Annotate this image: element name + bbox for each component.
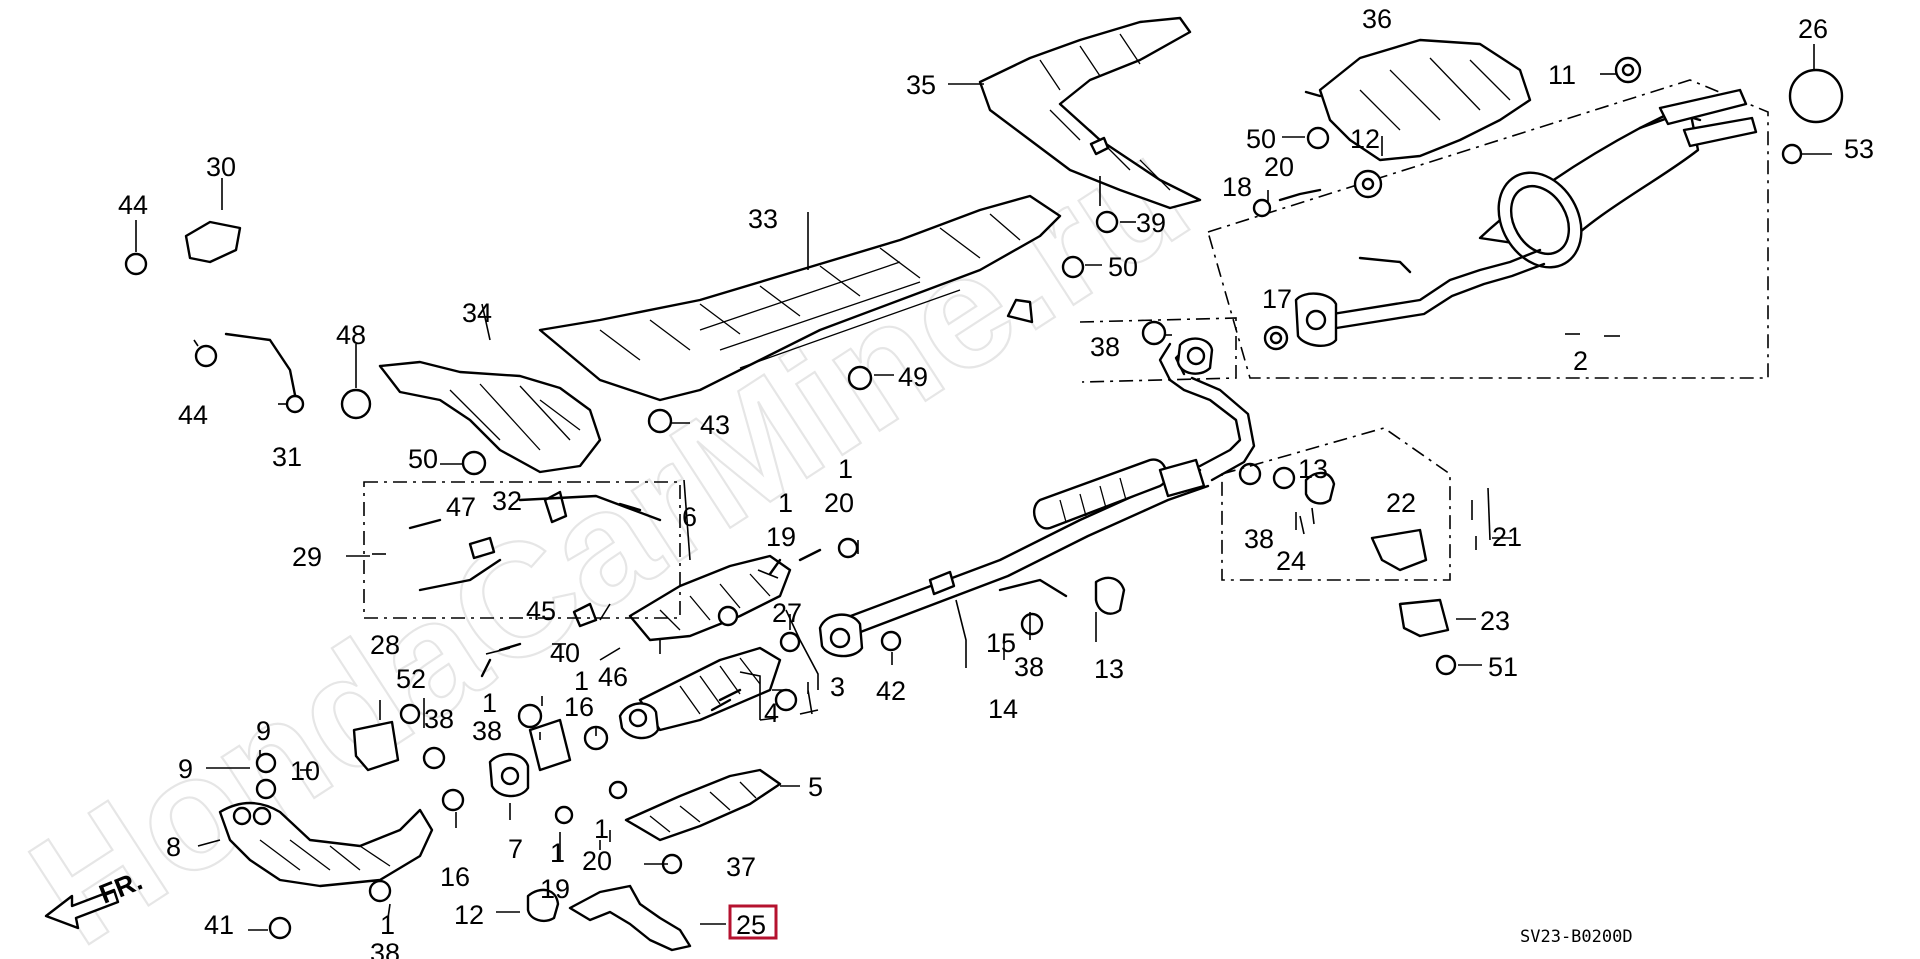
label-46: 46	[598, 662, 628, 692]
leader-lines	[135, 44, 1832, 931]
label-18: 18	[1222, 172, 1252, 202]
highlight-box	[728, 904, 778, 940]
label-20: 20	[582, 846, 612, 876]
label-1: 1	[550, 838, 565, 868]
label-42: 42	[876, 676, 906, 706]
label-20: 20	[1264, 152, 1294, 182]
label-38: 38	[424, 704, 454, 734]
label-31: 31	[272, 442, 302, 472]
label-12: 12	[454, 900, 484, 930]
converter-3[interactable]	[618, 646, 782, 740]
label-48: 48	[336, 320, 366, 350]
label-34: 34	[462, 298, 492, 328]
label-16: 16	[564, 692, 594, 722]
label-33: 33	[748, 204, 778, 234]
label-22: 22	[1386, 488, 1416, 518]
label-7: 7	[508, 834, 523, 864]
label-50: 50	[1108, 252, 1138, 282]
label-1: 1	[380, 910, 395, 940]
label-38: 38	[1090, 332, 1120, 362]
label-44: 44	[118, 190, 148, 220]
label-52: 52	[396, 664, 426, 694]
label-51: 51	[1488, 652, 1518, 682]
heat-shield-33[interactable]	[538, 194, 1062, 402]
label-13: 13	[1094, 654, 1124, 684]
label-43: 43	[700, 410, 730, 440]
label-35: 35	[906, 70, 936, 100]
lower-shield-5[interactable]	[624, 768, 782, 842]
label-50: 50	[1246, 124, 1276, 154]
label-1: 1	[482, 688, 497, 718]
muffler-assembly[interactable]	[1207, 79, 1769, 379]
label-1: 1	[594, 814, 609, 844]
label-44: 44	[178, 400, 208, 430]
label-30: 30	[206, 152, 236, 182]
label-1: 1	[778, 488, 793, 518]
label-38: 38	[370, 938, 400, 959]
label-39: 39	[1136, 208, 1166, 238]
label-9: 9	[256, 716, 271, 746]
label-37: 37	[726, 852, 756, 882]
label-17: 17	[1262, 284, 1292, 314]
label-38: 38	[472, 716, 502, 746]
exhaust-manifold-8[interactable]	[218, 801, 434, 888]
label-50: 50	[408, 444, 438, 474]
label-41: 41	[204, 910, 234, 940]
label-47: 47	[446, 492, 476, 522]
label-9: 9	[178, 754, 193, 784]
converter-cover-6[interactable]	[628, 554, 792, 642]
label-25: 25	[736, 910, 766, 940]
diagram-code: SV23-B0200D	[1520, 927, 1633, 947]
label-6: 6	[682, 502, 697, 532]
label-19: 19	[766, 522, 796, 552]
gasket-7[interactable]	[488, 753, 530, 798]
label-21: 21	[1492, 522, 1522, 552]
label-28: 28	[370, 630, 400, 660]
label-11: 11	[1548, 60, 1576, 90]
label-36: 36	[1362, 4, 1392, 34]
label-2: 2	[1573, 346, 1588, 376]
bracket-25[interactable]	[568, 884, 692, 952]
label-29: 29	[292, 542, 322, 572]
label-10: 10	[290, 756, 320, 786]
front-arrow-icon	[44, 888, 120, 930]
label-23: 23	[1480, 606, 1510, 636]
label-38: 38	[1244, 524, 1274, 554]
label-13: 13	[1298, 454, 1328, 484]
label-19: 19	[540, 874, 570, 904]
label-40: 40	[550, 638, 580, 668]
label-1: 1	[574, 666, 589, 696]
center-pipe-assembly[interactable]	[818, 317, 1256, 658]
label-1: 1	[838, 454, 853, 484]
label-14: 14	[988, 694, 1018, 724]
label-12: 12	[1350, 124, 1380, 154]
label-38: 38	[1014, 652, 1044, 682]
callout-labels: 26 36 11 53 50 12 20 18 35 39 50 17 38 2…	[118, 4, 1874, 959]
heat-shield-34[interactable]	[378, 360, 602, 474]
heat-shield-35[interactable]	[978, 16, 1202, 210]
label-16: 16	[440, 862, 470, 892]
label-53: 53	[1844, 134, 1874, 164]
heat-shield-36[interactable]	[1304, 38, 1532, 162]
label-49: 49	[898, 362, 928, 392]
label-24: 24	[1276, 546, 1306, 576]
label-8: 8	[166, 832, 181, 862]
label-4: 4	[764, 698, 779, 728]
label-20: 20	[824, 488, 854, 518]
label-32: 32	[492, 486, 522, 516]
label-26: 26	[1798, 14, 1828, 44]
label-45: 45	[526, 596, 556, 626]
label-27: 27	[772, 598, 802, 628]
label-3: 3	[830, 672, 845, 702]
label-15: 15	[986, 628, 1016, 658]
label-5: 5	[808, 772, 823, 802]
